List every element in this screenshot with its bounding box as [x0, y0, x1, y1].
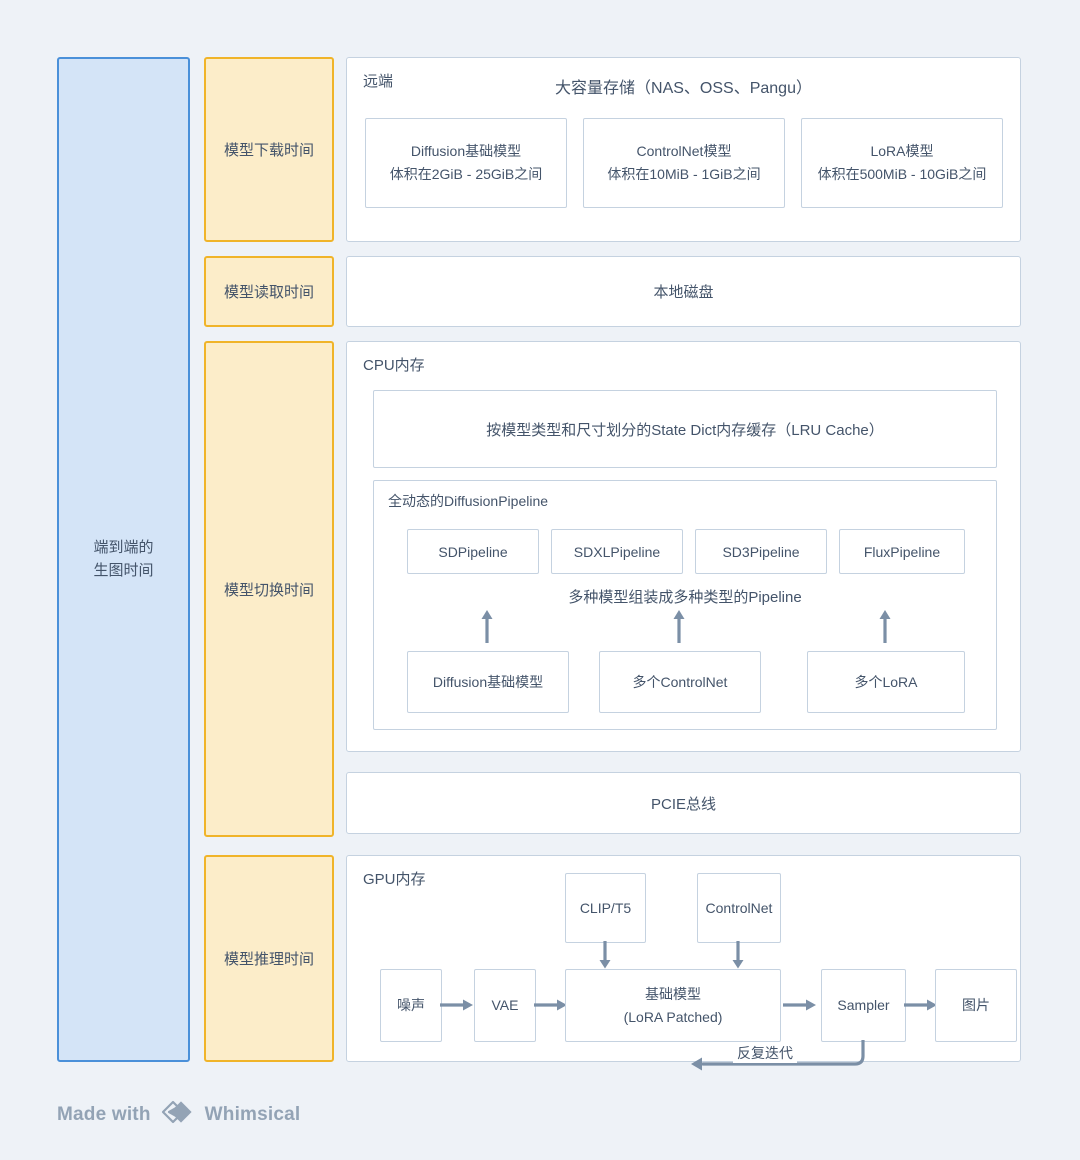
- arrow-right-icon: [783, 998, 817, 1012]
- iteration-loop-arrow-icon: [687, 1038, 877, 1072]
- gpu-card-base-model-line2: (LoRA Patched): [623, 1008, 723, 1025]
- remote-model-card-controlnet-name: ControlNet模型: [636, 142, 732, 159]
- arrow-up-icon: [672, 609, 686, 643]
- arrow-down-icon: [731, 941, 745, 969]
- gpu-card-noise: 噪声: [380, 969, 442, 1042]
- arrow-up-icon: [480, 609, 494, 643]
- gpu-card-output-image: 图片: [935, 969, 1017, 1042]
- remote-model-card-lora-name: LoRA模型: [870, 142, 934, 159]
- remote-storage-panel: 远端 大容量存储（NAS、OSS、Pangu） Diffusion基础模型 体积…: [346, 57, 1021, 242]
- footer-brand-text: Whimsical: [204, 1104, 301, 1125]
- arrow-right-icon: [904, 998, 938, 1012]
- gpu-card-base-model: 基础模型 (LoRA Patched): [565, 969, 781, 1042]
- source-card-loras: 多个LoRA: [807, 651, 965, 713]
- local-disk-label: 本地磁盘: [653, 284, 714, 301]
- remote-model-card-lora-size: 体积在500MiB - 10GiB之间: [817, 166, 987, 182]
- remote-model-card-controlnet: ControlNet模型 体积在10MiB - 1GiB之间: [583, 118, 785, 208]
- stage-label-model-switch: 模型切换时间: [204, 341, 334, 837]
- stage-label-model-read: 模型读取时间: [204, 256, 334, 327]
- diffusion-pipeline-box: 全动态的DiffusionPipeline SDPipeline SDXLPip…: [373, 480, 997, 730]
- arrow-down-icon: [598, 941, 612, 969]
- gpu-card-vae: VAE: [474, 969, 536, 1042]
- remote-model-card-lora: LoRA模型 体积在500MiB - 10GiB之间: [801, 118, 1003, 208]
- diffusion-pipeline-tag: 全动态的DiffusionPipeline: [388, 493, 549, 509]
- remote-model-card-controlnet-size: 体积在10MiB - 1GiB之间: [607, 166, 761, 182]
- gpu-card-base-model-line1: 基础模型: [645, 986, 701, 1003]
- iteration-loop-label: 反复迭代: [733, 1043, 797, 1063]
- remote-model-card-diffusion-name: Diffusion基础模型: [410, 142, 522, 159]
- pipeline-assembly-note: 多种模型组装成多种类型的Pipeline: [568, 589, 802, 606]
- end-to-end-time-label: 端到端的 生图时间: [93, 539, 154, 579]
- source-card-diffusion-base: Diffusion基础模型: [407, 651, 569, 713]
- pipeline-card-flux: FluxPipeline: [839, 529, 965, 574]
- remote-storage-title: 大容量存储（NAS、OSS、Pangu）: [555, 80, 812, 97]
- end-to-end-time-column: 端到端的 生图时间: [57, 57, 190, 1062]
- arrow-right-icon: [440, 998, 474, 1012]
- pipeline-card-sdxl: SDXLPipeline: [551, 529, 683, 574]
- arrow-up-icon: [878, 609, 892, 643]
- remote-model-card-diffusion: Diffusion基础模型 体积在2GiB - 25GiB之间: [365, 118, 567, 208]
- gpu-memory-panel: GPU内存 CLIP/T5 ControlNet 噪声 VAE 基础模型 (Lo…: [346, 855, 1021, 1071]
- pcie-bus-panel: PCIE总线: [346, 772, 1021, 834]
- remote-storage-tag: 远端: [363, 73, 394, 90]
- cpu-memory-panel: CPU内存 按模型类型和尺寸划分的State Dict内存缓存（LRU Cach…: [346, 341, 1021, 752]
- stage-label-model-inference: 模型推理时间: [204, 855, 334, 1062]
- stage-label-model-download: 模型下载时间: [204, 57, 334, 242]
- source-card-controlnets: 多个ControlNet: [599, 651, 761, 713]
- pipeline-card-sd3: SD3Pipeline: [695, 529, 827, 574]
- pcie-bus-label: PCIE总线: [650, 795, 716, 813]
- pipeline-card-sd: SDPipeline: [407, 529, 539, 574]
- gpu-card-clip-t5: CLIP/T5: [565, 873, 646, 943]
- whimsical-logo-icon: [161, 1100, 195, 1130]
- footer-made-with-whimsical: Made with Whimsical: [57, 1100, 300, 1130]
- state-dict-cache-box: 按模型类型和尺寸划分的State Dict内存缓存（LRU Cache）: [373, 390, 997, 468]
- remote-model-card-diffusion-size: 体积在2GiB - 25GiB之间: [389, 166, 543, 182]
- cpu-memory-tag: CPU内存: [363, 357, 425, 374]
- gpu-memory-tag: GPU内存: [363, 871, 426, 888]
- footer-made-with-text: Made with: [57, 1104, 151, 1125]
- gpu-card-controlnet: ControlNet: [697, 873, 781, 943]
- local-disk-panel: 本地磁盘: [346, 256, 1021, 327]
- gpu-card-sampler: Sampler: [821, 969, 906, 1042]
- arrow-right-icon: [534, 998, 568, 1012]
